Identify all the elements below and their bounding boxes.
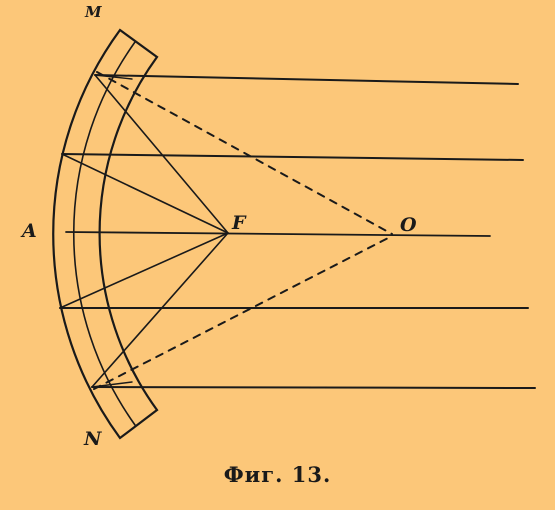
edge-chord-top [94, 74, 133, 80]
radius-dashed-bottom [93, 235, 393, 390]
reflected-ray-2 [61, 153, 229, 234]
reflecting-surface [73, 41, 136, 426]
reflected-ray-4 [59, 232, 229, 309]
label-top-end: M [85, 3, 102, 21]
incident-ray-1 [94, 74, 519, 85]
reflected-ray-5 [91, 232, 229, 388]
incident-ray-2 [61, 153, 524, 161]
principal-axis [65, 231, 491, 237]
label-focus: F [232, 212, 246, 234]
label-bottom-end: N [84, 428, 102, 450]
label-center: O [400, 214, 417, 236]
incident-ray-5 [91, 386, 536, 389]
radius-dashed-top [96, 71, 393, 235]
label-vertex: A [22, 220, 37, 242]
reflected-ray-1 [94, 74, 229, 234]
mirror-body [52, 28, 159, 440]
figure-caption: Фиг. 13. [223, 462, 332, 487]
